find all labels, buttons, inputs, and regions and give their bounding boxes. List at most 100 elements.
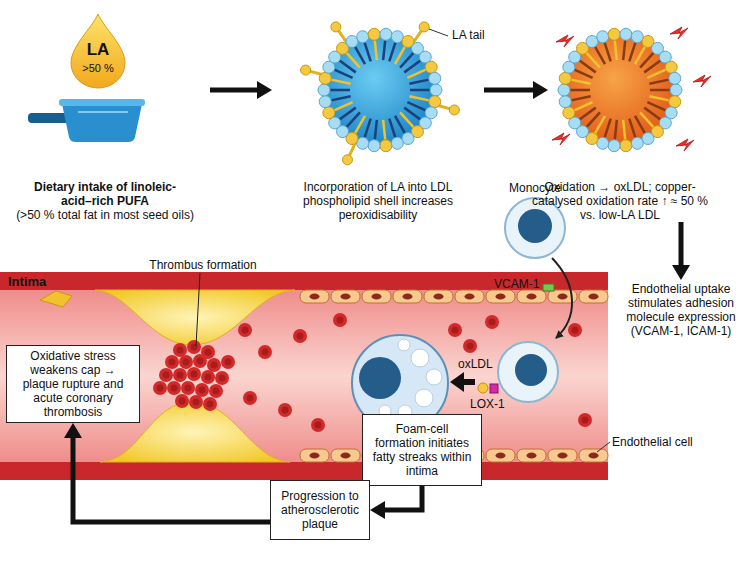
lipid-tail — [580, 108, 596, 120]
lipid-tail — [365, 119, 371, 138]
phospholipid-head — [559, 96, 571, 108]
lipid-tail — [404, 108, 420, 120]
lipid-tail — [571, 96, 591, 100]
callout-label: LA tail — [452, 28, 485, 42]
lipid-tail — [395, 116, 405, 133]
flow-arrow — [672, 222, 690, 280]
lipid-tail — [629, 119, 635, 138]
la-head — [342, 155, 352, 165]
phospholipid-head — [425, 107, 437, 119]
lipid-tail — [375, 40, 377, 60]
lipid-tail — [640, 53, 653, 68]
box-text: Progression to atherosclerotic plaque — [277, 489, 363, 531]
stage-group: Endothelial uptake stimulates adhesion m… — [612, 280, 750, 342]
arrow-shaft — [484, 88, 534, 93]
oxidation-spark — [552, 133, 570, 145]
lipid-tail — [383, 120, 385, 140]
la-head — [301, 65, 311, 75]
lipid-tail — [347, 53, 360, 68]
pan-body — [62, 104, 142, 142]
arrowhead — [257, 81, 272, 99]
phospholipid-head — [569, 117, 581, 129]
lipid-tail — [409, 96, 429, 100]
receptor-label: LOX-1 — [470, 397, 505, 411]
lipid-tail — [334, 102, 352, 110]
lipid-tail — [595, 47, 605, 64]
lipid-tail — [605, 42, 611, 61]
drop-value: >50 % — [68, 62, 128, 75]
phospholipid-head — [346, 36, 358, 48]
phospholipid-head — [586, 132, 598, 144]
lipid-tail — [623, 40, 625, 60]
phospholipid-head — [631, 137, 643, 149]
phospholipid-head — [402, 36, 414, 48]
phospholipid-head — [586, 36, 598, 48]
oil-drop: LA >50 % — [68, 12, 128, 90]
oxidation-spark — [556, 35, 574, 47]
phospholipid-head — [659, 117, 671, 129]
lipid-tail — [400, 112, 413, 127]
lipid-tail — [615, 120, 617, 140]
pan-handle — [28, 113, 72, 123]
la-head — [449, 105, 459, 115]
phospholipid-head — [323, 61, 335, 73]
la-head — [419, 22, 429, 32]
box-text: Oxidative stress weakens cap → plaque ru… — [13, 349, 133, 419]
process-box: Oxidative stress weakens cap → plaque ru… — [6, 345, 140, 423]
lipid-tail — [595, 116, 605, 133]
lipid-tail — [605, 119, 611, 138]
phospholipid-head — [429, 72, 441, 84]
lipid-tail — [404, 61, 420, 73]
particle-core — [562, 32, 678, 148]
phospholipid-head — [337, 42, 349, 54]
cell-label: Monocyte — [500, 181, 570, 195]
phospholipid-head — [631, 31, 643, 43]
oxidation-spark — [676, 139, 694, 151]
la-head — [331, 22, 341, 32]
lipid-tail — [355, 116, 365, 133]
phospholipid-head — [577, 126, 589, 138]
oxldl-particle — [552, 27, 711, 152]
lipid-tail — [640, 112, 653, 127]
cell-label: Endothelial cell — [612, 435, 693, 449]
lipid-tail — [647, 70, 665, 78]
phospholipid-head — [642, 36, 654, 48]
phospholipid-head — [569, 51, 581, 63]
phospholipid-head — [597, 137, 609, 149]
box-text: Foam-cell formation initiates fatty stre… — [369, 422, 475, 478]
lipid-tail — [629, 42, 635, 61]
process-box: Foam-cell formation initiates fatty stre… — [362, 414, 482, 486]
pan-rim — [59, 99, 145, 106]
phospholipid-head — [337, 126, 349, 138]
drop-label: LA — [68, 41, 128, 59]
phospholipid-head — [380, 140, 392, 152]
process-box: Progression to atherosclerotic plaque — [270, 480, 370, 540]
phospholipid-head — [357, 31, 369, 43]
lipid-tail — [383, 40, 385, 60]
phospholipid-head — [642, 132, 654, 144]
lipid-tail — [331, 80, 351, 84]
arrow-shaft — [384, 486, 422, 510]
lipid-tail — [649, 96, 669, 100]
pan-highlight — [78, 111, 128, 113]
caption-text: Incorporation of LA into LDL phospholipi… — [283, 180, 473, 222]
phospholipid-head — [329, 117, 341, 129]
lipid-tail — [400, 53, 413, 68]
phospholipid-head — [430, 84, 442, 96]
lipid-tail — [331, 96, 351, 100]
lipid-tail — [644, 61, 660, 73]
phospholipid-head — [659, 51, 671, 63]
lipid-tail — [355, 47, 365, 64]
phospholipid-head — [319, 96, 331, 108]
callout-label: Thrombus formation — [148, 258, 258, 272]
arrow-shaft — [210, 88, 258, 93]
lipid-tail — [365, 42, 371, 61]
particle-core — [322, 32, 438, 148]
phospholipid-head — [402, 132, 414, 144]
phospholipid-head — [620, 28, 632, 40]
phospholipid-head — [411, 42, 423, 54]
phospholipid-head — [669, 96, 681, 108]
phospholipid-head — [391, 137, 403, 149]
lipid-tail — [635, 116, 645, 133]
